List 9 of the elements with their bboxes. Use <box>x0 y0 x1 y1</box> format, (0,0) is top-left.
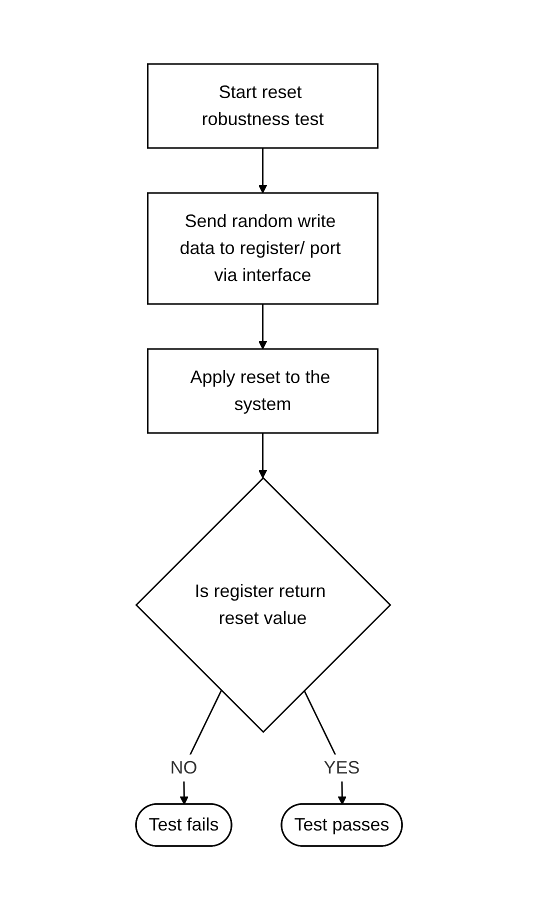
edge-label: YES <box>324 756 360 777</box>
node-diamond: Is register return reset value <box>136 476 392 733</box>
node-box: Apply reset to the system <box>148 348 379 434</box>
arrow <box>258 148 268 193</box>
node-box: Send random write data to register/ port via interface <box>148 192 379 304</box>
arrow <box>258 304 268 349</box>
edge-label: NO <box>170 756 198 777</box>
arrow <box>258 432 268 478</box>
node-box: Start reset robustness test <box>148 62 379 148</box>
